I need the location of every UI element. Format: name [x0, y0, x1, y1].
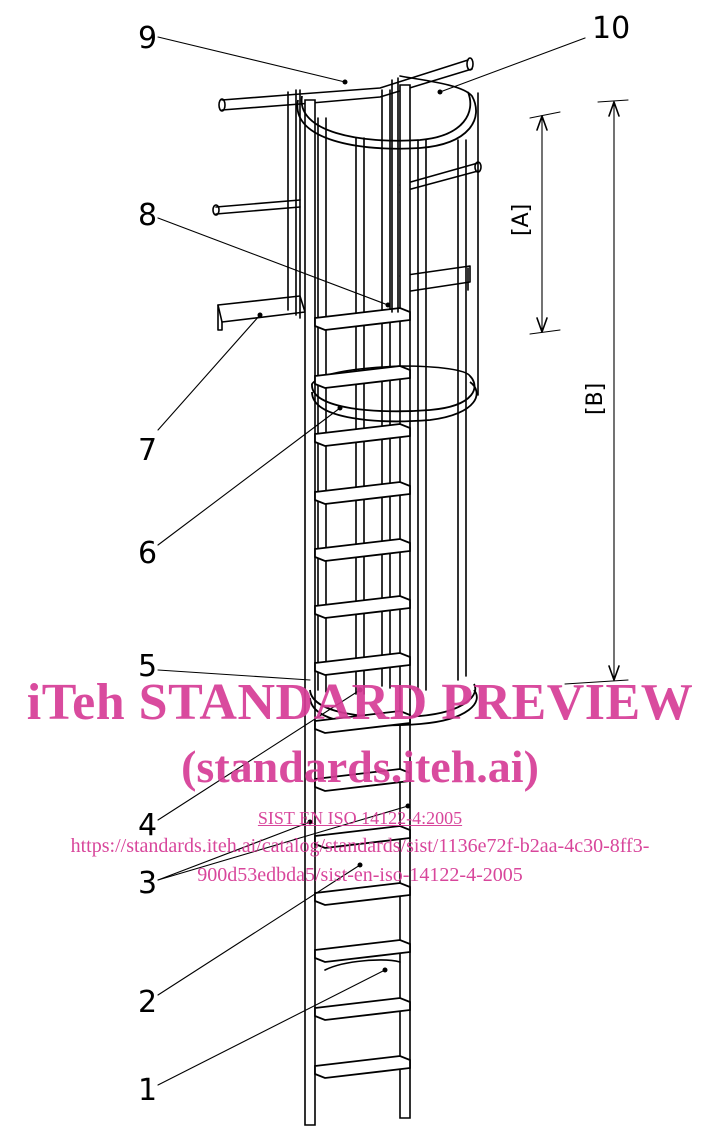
watermark-url-line2: 900d53edbda5/sist-en-iso-14122-4-2005: [197, 864, 523, 886]
label-8: 8: [138, 198, 157, 233]
dimension-lines: [529, 99, 629, 685]
top-handrail-pipes: [218, 57, 474, 112]
label-5: 5: [138, 649, 157, 684]
label-1: 1: [138, 1073, 157, 1108]
ladder-rungs: [314, 307, 411, 1079]
label-3: 3: [138, 866, 157, 901]
landing-posts: [299, 77, 399, 319]
watermark-subtitle: (standards.iteh.ai): [181, 741, 539, 792]
bottom-hoop: [309, 683, 478, 727]
watermark-url-line1: https://standards.iteh.ai/catalog/standa…: [70, 835, 650, 857]
label-9: 9: [138, 21, 157, 56]
dimension-b-label: [B]: [583, 383, 608, 415]
label-7: 7: [138, 433, 157, 468]
side-pipes: [212, 161, 482, 216]
label-6: 6: [138, 536, 157, 571]
top-hoop: [296, 75, 477, 150]
watermark-standard-link[interactable]: SIST EN ISO 14122-4:2005: [257, 808, 463, 828]
leader-lines: [157, 36, 586, 1086]
label-4: 4: [138, 808, 157, 843]
dimension-a-label: [A]: [509, 204, 534, 236]
label-2: 2: [138, 985, 157, 1020]
label-10: 10: [592, 11, 630, 46]
watermark-title: iTeh STANDARD PREVIEW: [26, 674, 694, 731]
